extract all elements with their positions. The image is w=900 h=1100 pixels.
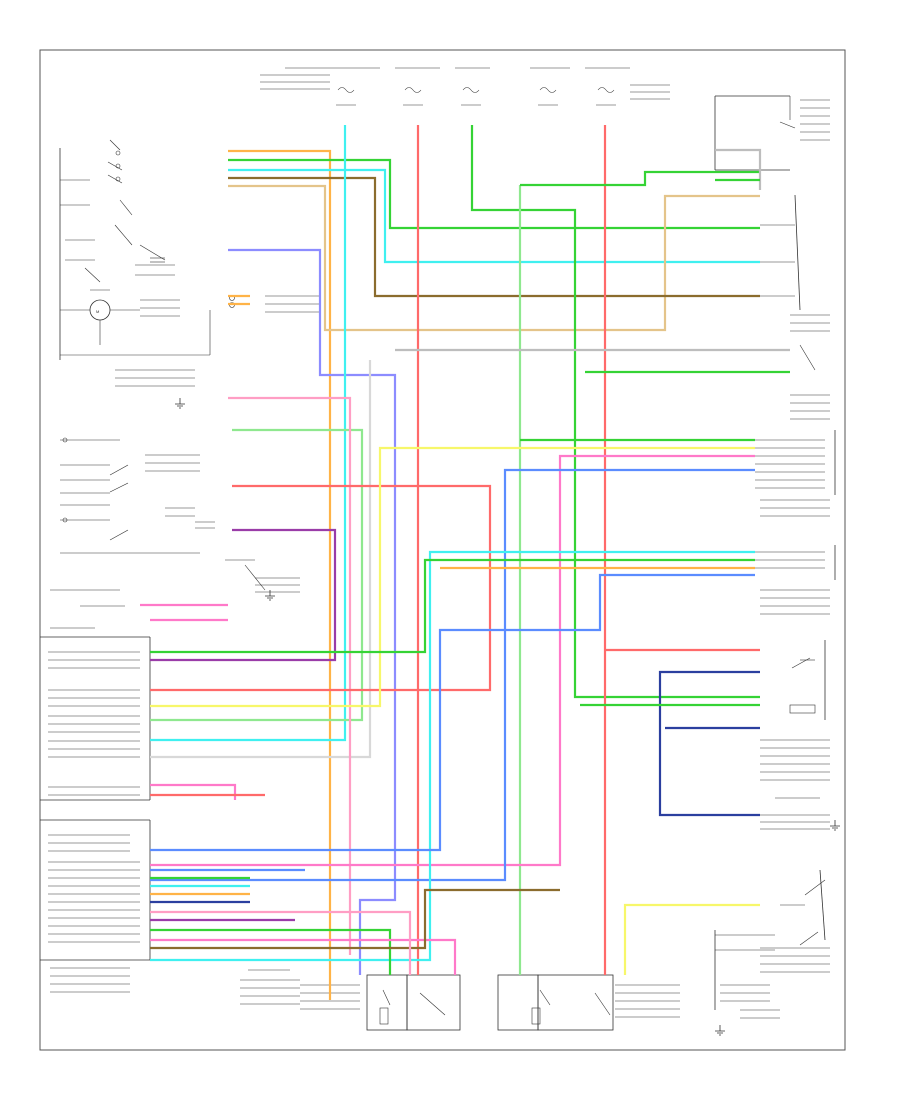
wire-pink-6: [150, 910, 412, 975]
blower-motor: M: [60, 299, 211, 387]
wire-brown-2: [150, 888, 560, 950]
wire-darkblue: [658, 670, 760, 817]
wire-cyan-3: [150, 550, 755, 962]
wire-green-2: [470, 125, 760, 699]
diagram-frame: [39, 49, 846, 1051]
fuse-block-top: [260, 67, 670, 106]
blower-switch: [59, 139, 175, 360]
wire-green-9: [150, 928, 392, 975]
wire-pink-5: [150, 938, 457, 975]
wire-lightgreen-1: [150, 428, 364, 722]
wire-red-2: [150, 484, 492, 692]
ac-compressor-clutch: [760, 797, 830, 830]
blower-relay-small: [150, 257, 320, 313]
ground-symbols: [175, 398, 840, 1036]
ac-cooling-fan-relay-2: [497, 974, 614, 1031]
wire-pink-2: [150, 454, 755, 867]
body-control-module: [40, 819, 151, 993]
wire-yellow-2: [623, 903, 760, 975]
hvac-mode-actuator: [760, 194, 830, 332]
wire-pink-3: [140, 603, 228, 622]
fuse-symbol-2: [404, 87, 422, 93]
hvac-control-module-top: [40, 636, 151, 801]
wire-blue-2: [150, 468, 755, 882]
wire-green-7: [150, 558, 755, 654]
fuse-symbol-4: [539, 87, 557, 93]
fuse-symbol-1: [337, 87, 355, 93]
recirc-actuator: [790, 344, 830, 420]
blower-resistor: [714, 95, 830, 171]
mode-switch-group: [60, 437, 215, 554]
wire-yellow: [150, 446, 755, 708]
wire-tan: [228, 184, 760, 332]
wire-pink-4: [150, 783, 237, 800]
wire-purple: [150, 528, 337, 662]
wire-brown: [228, 176, 760, 298]
ac-cutout-relay-right: [760, 869, 830, 973]
wire-blue-1: [228, 248, 397, 975]
fuse-symbol-3: [462, 87, 480, 93]
wire-gray-2: [150, 360, 372, 759]
wire-cyan-2: [150, 125, 347, 742]
ac-cooling-fan-relay-1: [366, 974, 461, 1031]
bottom-labels-left: [240, 969, 680, 1018]
wire-orange-4: [228, 294, 250, 306]
wire-pink-1: [228, 396, 352, 955]
wire-gray-3: [715, 148, 762, 190]
wire-cyan: [228, 168, 760, 264]
fuse-symbol-5: [597, 87, 615, 93]
motor-symbol: M: [96, 309, 99, 314]
wire-orange: [228, 149, 332, 1000]
wire-green-4: [520, 170, 760, 187]
ac-refrigerant-pressure-sensor: [755, 430, 836, 517]
ac-compressor-relay: [760, 640, 830, 781]
high-pressure-switch: [714, 930, 819, 1019]
evaporator-temp-sensor: [755, 545, 836, 615]
wire-harness: [140, 125, 790, 1000]
wire-blue-3: [150, 573, 755, 852]
relay-coil-cluster: [50, 559, 300, 629]
